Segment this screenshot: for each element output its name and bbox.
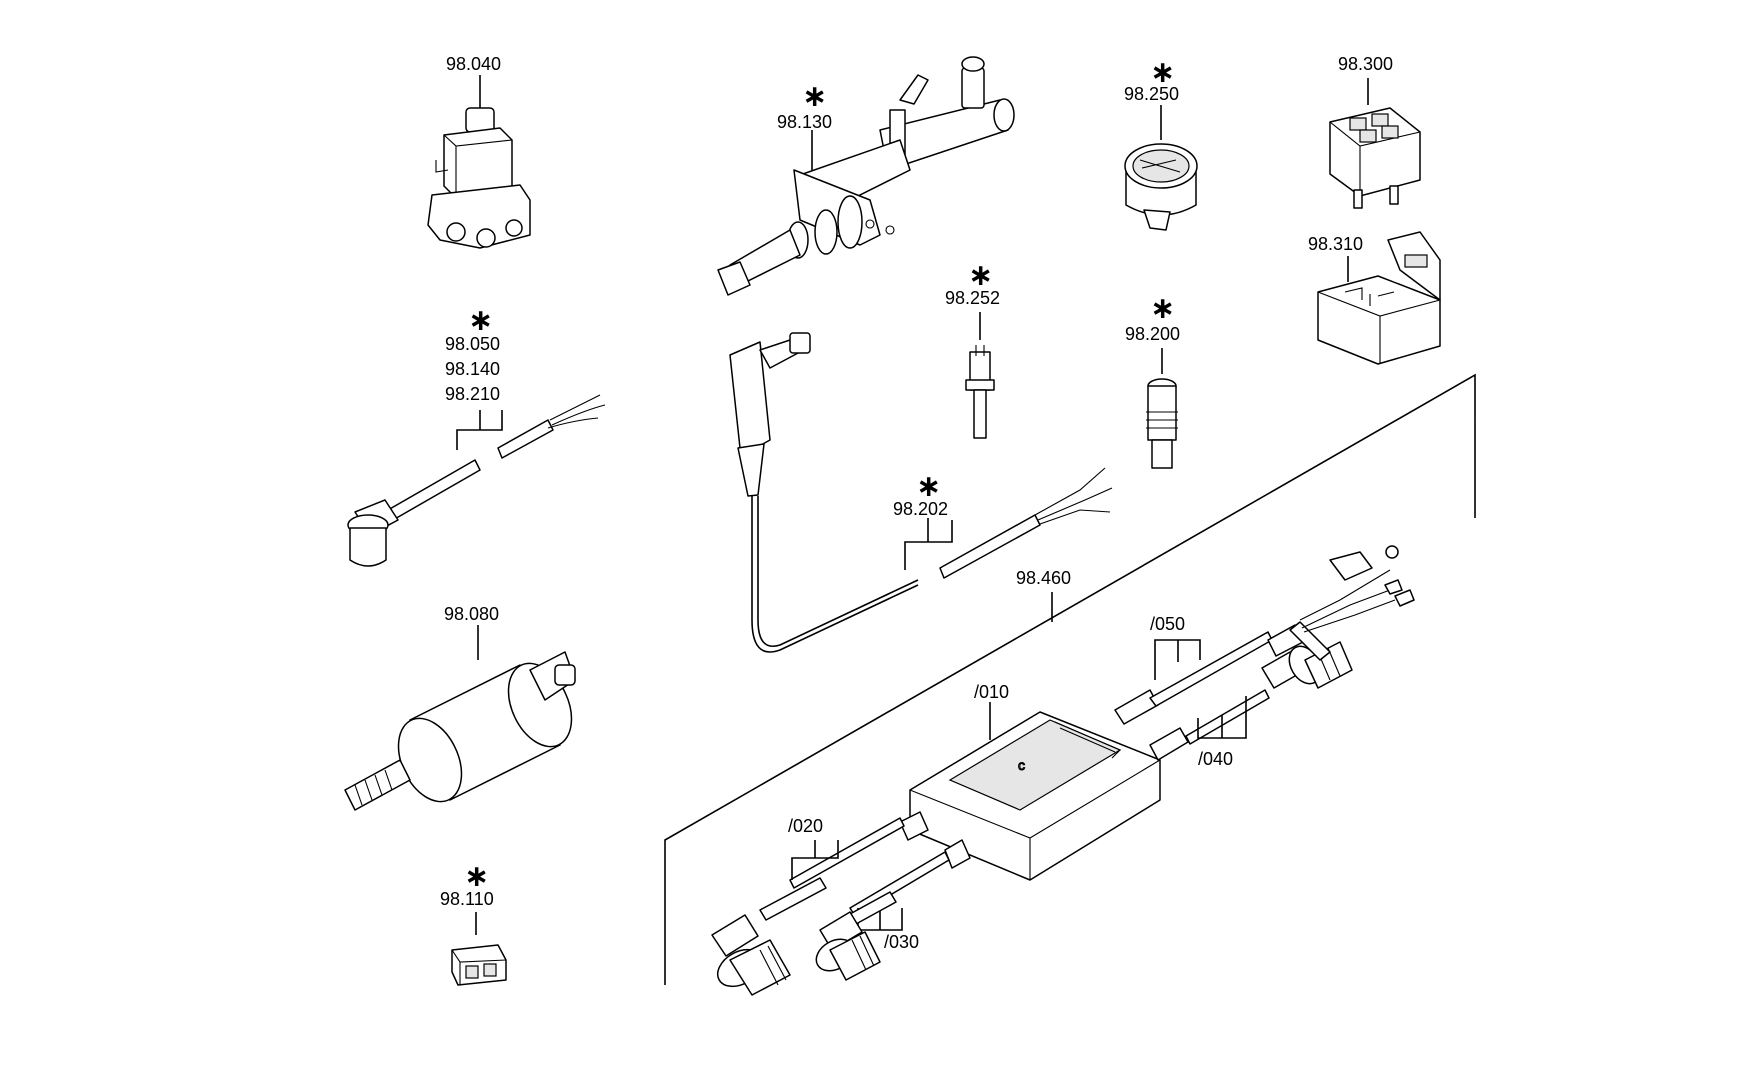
part-98202-sensor-cable[interactable] <box>729 332 1113 653</box>
label-s050: /050 <box>1150 614 1185 634</box>
label-98250: 98.250 <box>1124 84 1179 104</box>
label-98252: 98.252 <box>945 288 1000 308</box>
part-98130-master-cylinder[interactable] <box>717 56 1015 296</box>
label-98460: 98.460 <box>1016 568 1071 588</box>
part-98310-relay-socket[interactable] <box>1317 231 1441 365</box>
part-98460-050-cable[interactable] <box>1154 545 1415 680</box>
label-98202: 98.202 <box>893 499 948 519</box>
part-98460-030-cable[interactable] <box>811 891 903 981</box>
label-s020: /020 <box>788 816 823 836</box>
label-98110: 98.110 <box>440 889 494 909</box>
label-98050: 98.050 <box>445 334 500 354</box>
label-s010: /010 <box>974 682 1009 702</box>
label-98200: 98.200 <box>1125 324 1180 344</box>
label-98140: 98.140 <box>445 359 500 379</box>
part-98050-cable[interactable] <box>347 394 606 567</box>
part-98300-relay[interactable] <box>1329 78 1421 209</box>
part-98250-gauge[interactable] <box>1124 105 1198 231</box>
label-s040: /040 <box>1198 749 1233 769</box>
part-98252-sensor[interactable] <box>965 312 995 439</box>
part-98110-connector[interactable] <box>451 912 507 986</box>
label-98300: 98.300 <box>1338 54 1393 74</box>
part-98460-boundary <box>664 373 1476 985</box>
part-98200-pressure-switch[interactable] <box>1146 348 1178 469</box>
label-98040: 98.040 <box>446 54 501 74</box>
part-98460-010-control-unit[interactable]: c <box>789 631 1273 917</box>
asterisk-98202: ∗ <box>916 469 941 504</box>
label-98310: 98.310 <box>1308 234 1363 254</box>
svg-text:c: c <box>1018 757 1025 773</box>
label-98210: 98.210 <box>445 384 500 404</box>
part-98040-solenoid-valve[interactable] <box>427 75 531 249</box>
part-98460-040-cable[interactable] <box>1197 641 1353 739</box>
asterisk-98050: ∗ <box>468 303 493 338</box>
part-98080-actuator[interactable] <box>344 625 584 812</box>
asterisk-98110: ∗ <box>464 859 489 894</box>
label-s030: /030 <box>884 932 919 952</box>
asterisk-98130: ∗ <box>802 79 827 114</box>
part-98460-020-cable[interactable] <box>711 840 839 996</box>
asterisk-98252: ∗ <box>968 258 993 293</box>
label-98080: 98.080 <box>444 604 499 624</box>
asterisk-98200: ∗ <box>1150 291 1175 326</box>
label-98130: 98.130 <box>777 112 832 132</box>
asterisk-98250: ∗ <box>1150 55 1175 90</box>
